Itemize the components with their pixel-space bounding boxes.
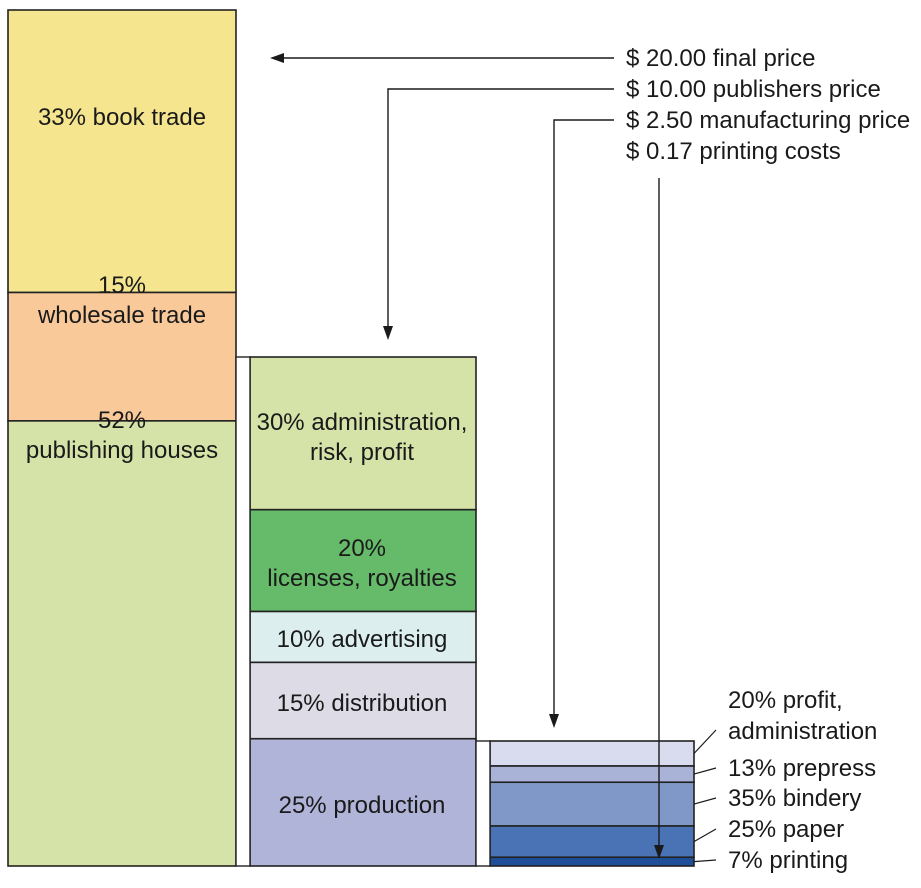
bar-manufacturing-price-segment-4 [489,856,695,867]
leader-line-2 [693,797,717,805]
bar-publishers-price-segment-1 [249,508,477,613]
arrowhead-final-price [270,53,284,63]
leader-line-0 [693,729,717,754]
price-callout-2-50-manufacturing-price: $ 2.50 manufacturing price [626,107,910,134]
price-callout-0-17-printing-costs: $ 0.17 printing costs [626,138,841,165]
bar-manufacturing-price-segment-2 [489,781,695,827]
bar-final-price-segment-0 [7,9,237,294]
segment-label-licenses-royalties: licenses, royalties [267,565,456,592]
arrowhead-manufacturing-price [549,714,559,728]
arrow-manufacturing-price [553,119,614,714]
connectors-group [270,53,717,863]
segment-label-publishing-houses: publishing houses [26,437,218,464]
segment-label-25-paper: 25% paper [728,816,844,843]
price-callout-20-00-final-price: $ 20.00 final price [626,45,815,72]
segment-label-10-advertising: 10% advertising [277,626,448,653]
price-callout-10-00-publishers-price: $ 10.00 publishers price [626,76,881,103]
segment-label-13-prepress: 13% prepress [728,755,876,782]
segment-label-7-printing: 7% printing [728,847,848,874]
bar-manufacturing-price-segment-3 [489,825,695,859]
segment-label-25-production: 25% production [279,792,446,819]
bar-manufacturing-price-segment-1 [489,765,695,784]
leader-line-4 [693,859,717,863]
gap-strip-1 [235,356,251,867]
segment-label-20-profit: 20% profit, [728,687,843,714]
arrow-publishers-price [387,88,614,326]
segment-label-risk-profit: risk, profit [310,439,414,466]
bar-publishers-price-segment-0 [249,356,477,511]
segment-label-33-book-trade: 33% book trade [38,104,206,131]
bar-final-price-segment-1 [7,291,237,422]
segment-label-15-distribution: 15% distribution [277,690,448,717]
segment-label-35-bindery: 35% bindery [728,785,861,812]
gap-strip-2 [475,740,491,867]
bars-group: 33% book trade 15% wholesale trade 52% publi… [7,9,877,874]
bar-manufacturing-price-segment-0 [489,740,695,767]
callouts-group: $ 20.00 final price $ 10.00 publishers pr… [626,45,910,165]
segment-label-30-administration: 30% administration, [257,409,468,436]
segment-label-wholesale-trade: wholesale trade [37,302,206,329]
bar-publishers-price-segment-4 [249,737,477,867]
arrowhead-printing-costs [654,845,664,859]
leader-line-3 [693,828,717,843]
bar-final-price-segment-2 [7,420,237,867]
segment-label-20: 20% [338,535,386,562]
arrowhead-publishers-price [383,326,393,340]
segment-label-administration: administration [728,718,877,745]
segment-label-52: 52% [98,407,146,434]
segment-label-15: 15% [98,272,146,299]
leader-line-1 [693,767,717,775]
